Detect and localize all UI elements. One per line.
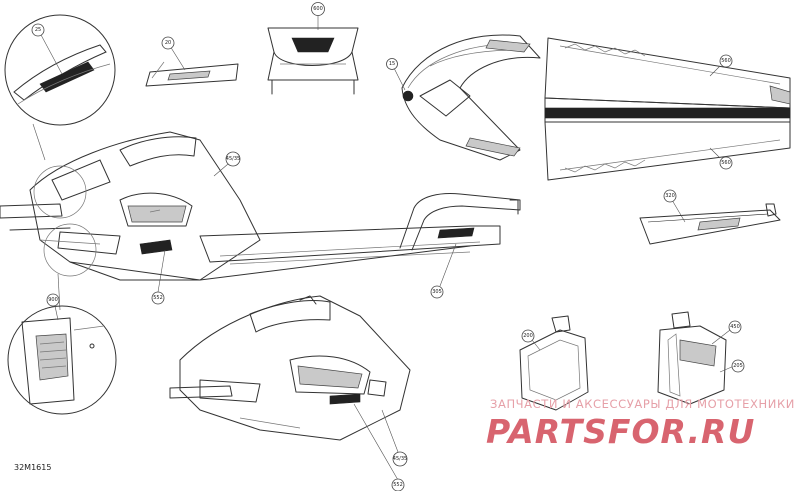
diagram-reference-code: 32M1615 (14, 463, 51, 472)
side-panel-450-decal (679, 339, 717, 367)
side-panel (119, 192, 193, 227)
lower-side-logo (297, 365, 363, 389)
callout-600[interactable]: 600 (311, 2, 325, 31)
snowmobile-main-view (0, 131, 521, 281)
tunnel (199, 225, 501, 263)
callout-450-label: 450 (730, 324, 740, 330)
callout-560-top[interactable]: 560 (709, 54, 733, 77)
bumper-600-grille (291, 37, 335, 53)
lower-windshield (249, 300, 331, 333)
callout-560-bottom[interactable]: 560 (709, 147, 733, 170)
tunnel-badge (437, 227, 475, 239)
callout-25[interactable]: 25 (31, 23, 63, 75)
side-panel-logo (127, 205, 187, 223)
bumper-600-part (267, 27, 359, 95)
watermark: ЗАПЧАСТИ И АКСЕССУАРЫ ДЛЯ МОТОТЕХНИКИ PA… (486, 397, 795, 451)
running-board-560-upper (544, 37, 791, 109)
callout-305[interactable]: 305 (430, 243, 457, 299)
snowmobile-lower-view (169, 295, 411, 441)
callout-450[interactable]: 450 (711, 320, 742, 345)
tunnel-decal-320-part (639, 203, 781, 245)
callout-45-35-bottom-label: 45/35 (393, 456, 407, 462)
callout-205-label: 205 (733, 363, 743, 369)
side-panel-200-part (519, 315, 589, 411)
callout-305-label: 305 (432, 289, 442, 295)
hood-15-emblem (402, 90, 414, 102)
callout-45-35-top[interactable]: 45/35 (213, 151, 241, 177)
detail-circle-900 (43, 223, 97, 277)
callout-552-top-label: 552 (153, 295, 163, 301)
callout-320[interactable]: 320 (663, 189, 686, 223)
callout-45-35-top-label: 45/35 (226, 156, 240, 162)
callout-560-bottom-label: 560 (721, 160, 731, 166)
detail-25-inset (4, 14, 116, 161)
decal-20-part (145, 61, 239, 87)
callout-552-bottom-label: 552 (393, 482, 403, 488)
callout-205[interactable]: 205 (719, 359, 745, 373)
snowmobile-body (29, 131, 261, 281)
watermark-line2: PARTSFOR.RU (486, 412, 755, 451)
hood-contour-line (17, 63, 111, 105)
callout-552-bottom[interactable]: 552 (353, 403, 405, 491)
front-bumper (0, 203, 63, 219)
running-board-560-part (544, 37, 791, 181)
decal-20-logo (167, 70, 211, 81)
callout-560-top-label: 560 (721, 58, 731, 64)
hood-15-part (401, 34, 541, 161)
detail-connector-line (32, 123, 46, 161)
callout-200[interactable]: 200 (521, 329, 541, 351)
side-panel-200-outline (519, 329, 589, 411)
tunnel-decal-320-outline (639, 209, 781, 245)
detail-circle (4, 14, 116, 126)
callout-20-label: 20 (165, 40, 171, 46)
detail-900-circle (7, 305, 117, 415)
callout-900-label: 900 (48, 297, 58, 303)
decal-20-outline (145, 63, 239, 87)
running-board-560-lower (544, 121, 791, 181)
callout-320-label: 320 (665, 193, 675, 199)
hood-15-outline (401, 34, 541, 161)
callout-20[interactable]: 20 (161, 36, 186, 71)
hood-edge-shape (13, 44, 107, 101)
callout-600-label: 600 (313, 6, 323, 12)
callout-45-35-bottom[interactable]: 45/35 (381, 409, 408, 467)
callout-900[interactable]: 900 (46, 293, 60, 321)
detail-circle-small (33, 165, 87, 219)
side-panel-205-part (657, 311, 727, 405)
windshield (119, 136, 197, 167)
detail-900-inset (7, 273, 117, 415)
watermark-line1: ЗАПЧАСТИ И АКСЕССУАРЫ ДЛЯ МОТОТЕХНИКИ (490, 397, 795, 411)
callout-552-top[interactable]: 552 (151, 249, 166, 305)
callout-25-label: 25 (35, 27, 41, 33)
callout-15-label: 15 (389, 61, 395, 67)
rear-rack (399, 193, 521, 251)
callout-200-label: 200 (523, 333, 533, 339)
running-board-560-strip (544, 107, 791, 119)
lower-body (179, 295, 411, 441)
callout-15[interactable]: 15 (386, 58, 406, 91)
decal-900-shape (35, 333, 69, 381)
side-panel-205-outline (657, 325, 727, 405)
